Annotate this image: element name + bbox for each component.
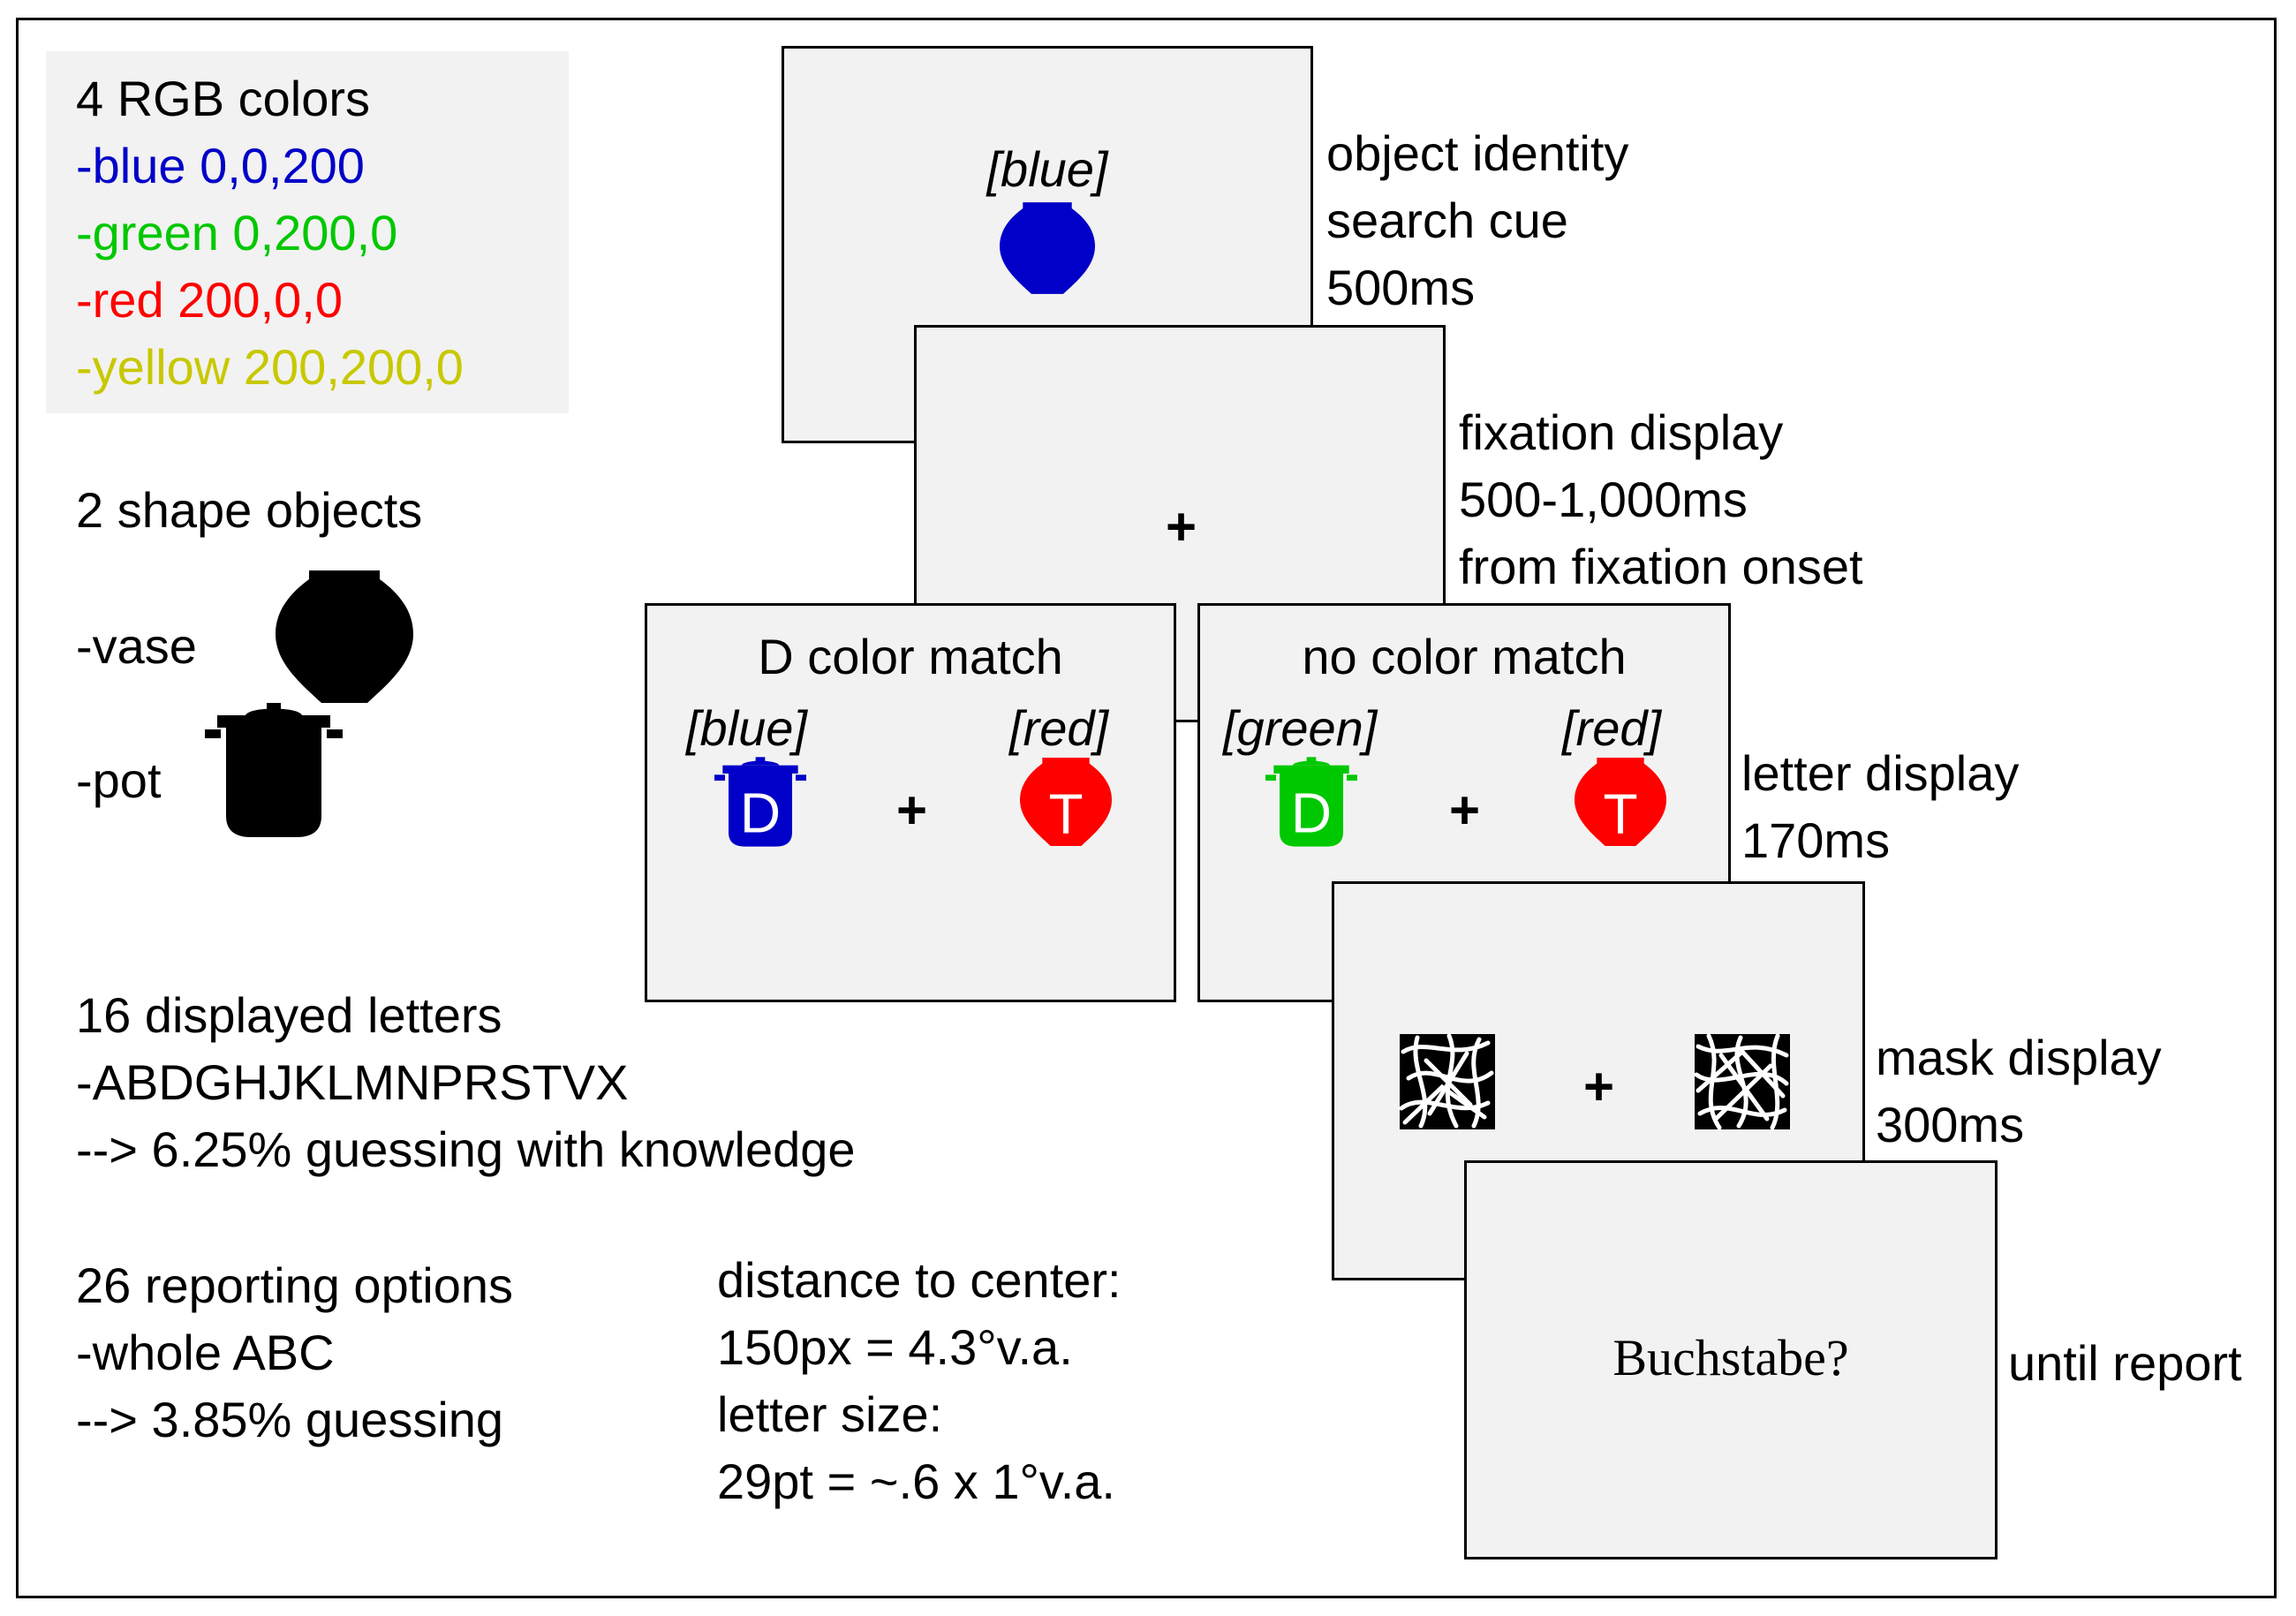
- distance-value: 150px = 4.3°v.a.: [717, 1319, 1073, 1375]
- match-title: D color match: [758, 629, 1063, 684]
- vase-icon: T: [1020, 758, 1112, 846]
- nomatch-fixation-cross: +: [1449, 781, 1481, 840]
- color-legend-red: -red 200,0,0: [76, 272, 343, 328]
- letter-size-label: letter size:: [717, 1386, 943, 1442]
- color-legend-blue: -blue 0,0,200: [76, 138, 365, 193]
- vase-icon: [276, 570, 413, 703]
- letter-size-value: 29pt = ~.6 x 1°v.a.: [717, 1454, 1115, 1509]
- vase-icon: T: [1575, 758, 1666, 846]
- color-legend-box: [46, 51, 569, 413]
- letter-display-label-1: letter display: [1741, 745, 2020, 801]
- match-left-cue: [blue]: [686, 700, 807, 756]
- color-legend-yellow: -yellow 200,200,0: [76, 339, 464, 395]
- cue-label-2: search cue: [1326, 193, 1568, 248]
- report-screen: Buchstabe?: [1464, 1160, 1998, 1559]
- cue-label-1: object identity: [1326, 125, 1629, 181]
- shape-pot-label: -pot: [76, 752, 162, 808]
- match-fixation-cross: +: [896, 781, 928, 840]
- shape-objects-title: 2 shape objects: [76, 482, 423, 538]
- nomatch-left-letter: D: [1291, 782, 1332, 845]
- vase-icon: [1000, 202, 1095, 294]
- fixation-cross: +: [1166, 497, 1197, 556]
- match-right-letter: T: [1048, 782, 1083, 845]
- fixation-label-2: 500-1,000ms: [1459, 472, 1748, 527]
- match-left-letter: D: [740, 782, 781, 845]
- cue-label-3: 500ms: [1326, 260, 1476, 315]
- figure-frame: [16, 18, 2277, 1598]
- pot-icon: D: [1265, 757, 1357, 847]
- match-right-cue: [red]: [1009, 700, 1109, 756]
- mask-fixation-cross: +: [1583, 1057, 1615, 1116]
- color-legend-title: 4 RGB colors: [76, 71, 370, 126]
- mask-label-2: 300ms: [1876, 1097, 2025, 1152]
- fixation-label-1: fixation display: [1459, 404, 1784, 460]
- letters-title: 16 displayed letters: [76, 987, 502, 1043]
- letter-display-label-2: 170ms: [1741, 812, 1891, 868]
- letters-list: -ABDGHJKLMNPRSTVX: [76, 1054, 629, 1110]
- mask-pattern-left: [1399, 1033, 1495, 1129]
- cue-color-word: [blue]: [986, 141, 1108, 197]
- letters-guess: --> 6.25% guessing with knowledge: [76, 1121, 856, 1177]
- nomatch-title: no color match: [1302, 629, 1627, 684]
- report-prompt: Buchstabe?: [1612, 1329, 1849, 1386]
- nomatch-right-cue: [red]: [1562, 700, 1662, 756]
- shape-vase-label: -vase: [76, 618, 197, 674]
- pot-icon: [205, 703, 343, 837]
- reporting-title: 26 reporting options: [76, 1257, 514, 1313]
- mask-label-1: mask display: [1876, 1030, 2162, 1085]
- nomatch-left-cue: [green]: [1223, 700, 1378, 756]
- pot-icon: D: [714, 757, 806, 847]
- mask-pattern-right: [1694, 1033, 1790, 1130]
- nomatch-right-letter: T: [1603, 782, 1637, 845]
- distance-label: distance to center:: [717, 1252, 1122, 1308]
- color-legend-green: -green 0,200,0: [76, 205, 398, 261]
- reporting-guess: --> 3.85% guessing: [76, 1392, 504, 1447]
- fixation-label-3: from fixation onset: [1459, 539, 1863, 594]
- report-label: until report: [2008, 1335, 2242, 1391]
- letter-screen-match: D color match [blue] [red] D + T: [645, 603, 1176, 1002]
- reporting-whole: -whole ABC: [76, 1325, 335, 1380]
